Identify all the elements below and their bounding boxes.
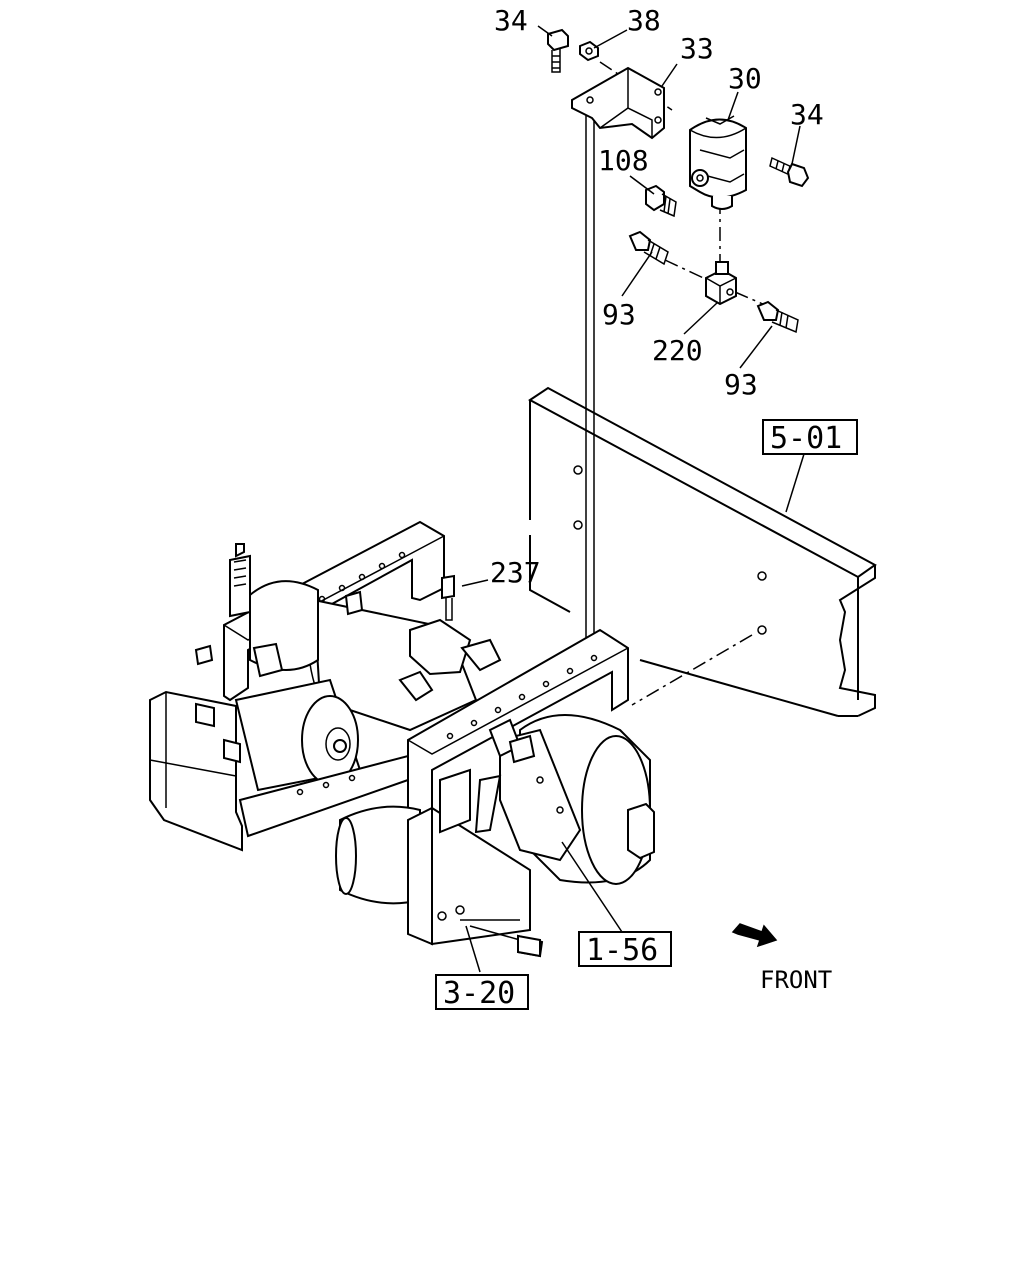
valve-237-cluster xyxy=(398,574,502,702)
callout-30: 30 xyxy=(728,62,762,95)
lower-plate xyxy=(407,806,544,958)
callout-108: 108 xyxy=(598,144,649,177)
callout-33: 33 xyxy=(680,32,714,65)
callout-93-right: 93 xyxy=(724,368,758,401)
leader-lines xyxy=(461,25,805,973)
tee-fitting xyxy=(705,261,737,306)
ref-box-3-20: 3-20 xyxy=(435,974,529,1011)
valve-mount-plate xyxy=(439,728,582,862)
callout-34-top: 34 xyxy=(494,4,528,37)
callout-220: 220 xyxy=(652,334,703,367)
svg-text:1-56: 1-56 xyxy=(586,933,658,968)
svg-text:5-01: 5-01 xyxy=(770,421,842,456)
fitting-93-right xyxy=(756,300,799,334)
nut xyxy=(579,40,599,62)
ref-box-1-56: 1-56 xyxy=(578,931,672,968)
front-label: FRONT xyxy=(760,966,832,994)
valve xyxy=(689,115,747,210)
frame-side-member xyxy=(528,386,877,717)
rear-frame-fittings xyxy=(194,590,364,678)
callout-38: 38 xyxy=(627,4,661,37)
callout-237: 237 xyxy=(490,556,541,589)
bolt-right xyxy=(769,156,810,188)
cylinder xyxy=(234,678,362,792)
callout-34-right: 34 xyxy=(790,98,824,131)
bolt-top xyxy=(547,28,569,73)
callout-93-left: 93 xyxy=(602,298,636,331)
mounting-line xyxy=(585,108,595,640)
svg-text:3-20: 3-20 xyxy=(443,976,515,1011)
fitting-93-left xyxy=(628,230,669,266)
wire-connector xyxy=(469,925,541,958)
alignment-lines xyxy=(599,61,766,706)
bracket xyxy=(571,66,665,140)
ref-box-5-01: 5-01 xyxy=(762,419,858,456)
front-frame-valve xyxy=(488,718,536,764)
left-housing xyxy=(149,690,243,852)
front-arrow-icon xyxy=(731,923,778,948)
